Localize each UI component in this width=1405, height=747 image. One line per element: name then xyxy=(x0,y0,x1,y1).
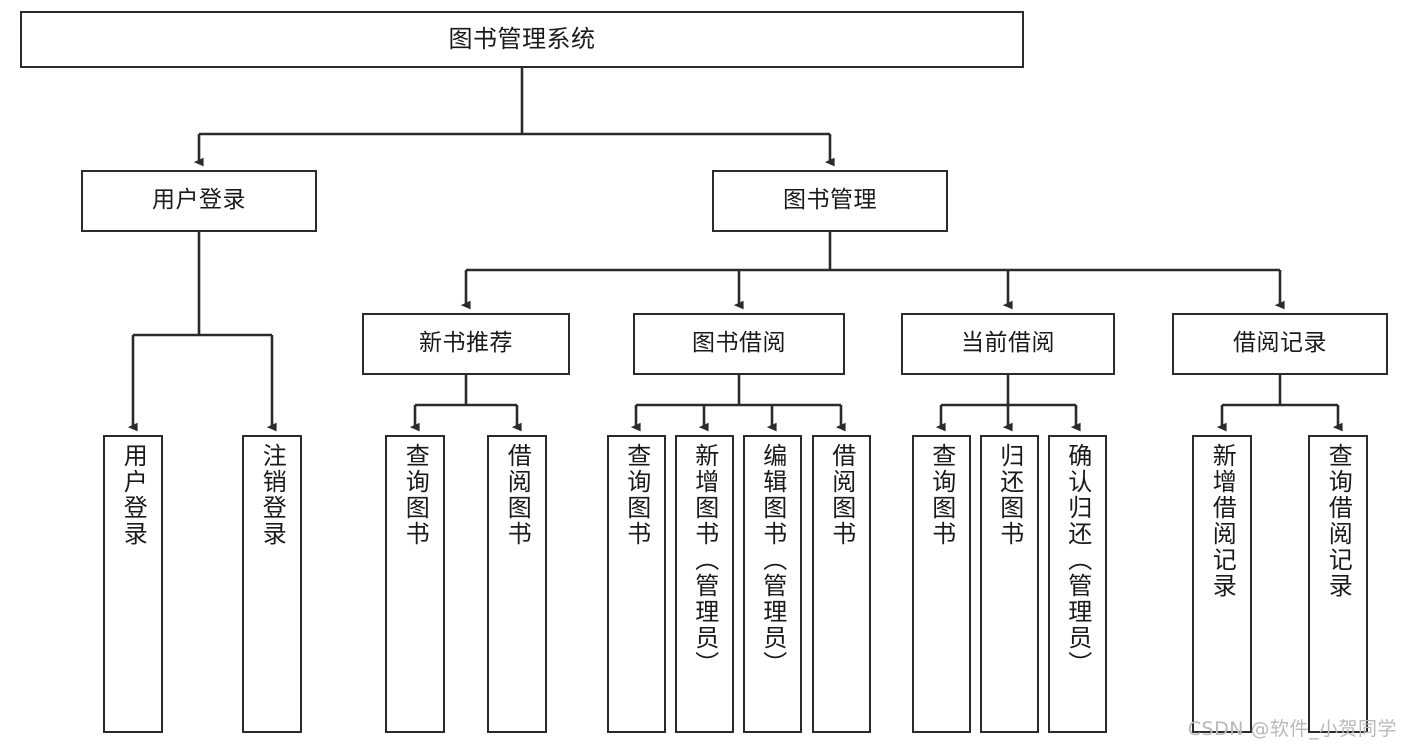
node-label: 查询借阅记录 xyxy=(1324,443,1353,599)
node-book-management[interactable]: 图书管理 xyxy=(712,170,948,232)
node-label: 用户登录 xyxy=(119,443,148,547)
leaf-user-login-signout[interactable]: 注销登录 xyxy=(242,435,302,733)
node-label: 新增借阅记录 xyxy=(1208,443,1237,599)
node-user-login[interactable]: 用户登录 xyxy=(81,170,317,232)
node-label: 新增图书（管理员） xyxy=(690,443,719,677)
leaf-book-borrow-edit[interactable]: 编辑图书（管理员） xyxy=(743,435,802,733)
leaf-current-borrow-confirm-return[interactable]: 确认归还（管理员） xyxy=(1048,435,1107,733)
leaf-book-borrow-add[interactable]: 新增图书（管理员） xyxy=(675,435,734,733)
node-label: 借阅记录 xyxy=(1233,330,1327,357)
node-root-system[interactable]: 图书管理系统 xyxy=(20,11,1024,68)
node-label: 当前借阅 xyxy=(961,330,1055,357)
node-label: 图书管理系统 xyxy=(448,25,596,54)
leaf-borrow-record-add[interactable]: 新增借阅记录 xyxy=(1192,435,1252,733)
node-label: 图书借阅 xyxy=(692,330,786,357)
leaf-borrow-record-query[interactable]: 查询借阅记录 xyxy=(1308,435,1368,733)
node-current-borrow[interactable]: 当前借阅 xyxy=(901,313,1115,375)
node-label: 注销登录 xyxy=(258,443,287,547)
leaf-current-borrow-return[interactable]: 归还图书 xyxy=(980,435,1039,733)
node-label: 归还图书 xyxy=(995,443,1024,547)
leaf-new-book-borrow[interactable]: 借阅图书 xyxy=(487,435,547,733)
node-label: 新书推荐 xyxy=(419,330,513,357)
node-label: 编辑图书（管理员） xyxy=(758,443,787,677)
leaf-book-borrow-query[interactable]: 查询图书 xyxy=(607,435,666,733)
node-borrow-record[interactable]: 借阅记录 xyxy=(1172,313,1388,375)
leaf-user-login-signin[interactable]: 用户登录 xyxy=(103,435,163,733)
leaf-book-borrow-borrow[interactable]: 借阅图书 xyxy=(812,435,871,733)
node-label: 查询图书 xyxy=(927,443,956,547)
leaf-new-book-query[interactable]: 查询图书 xyxy=(385,435,445,733)
node-label: 借阅图书 xyxy=(827,443,856,547)
node-label: 用户登录 xyxy=(152,187,246,214)
watermark: CSDN @软件_小贺同学 xyxy=(1187,718,1397,740)
node-label: 图书管理 xyxy=(783,187,877,214)
leaf-current-borrow-query[interactable]: 查询图书 xyxy=(912,435,971,733)
node-label: 查询图书 xyxy=(401,443,430,547)
node-label: 确认归还（管理员） xyxy=(1063,443,1092,677)
node-label: 借阅图书 xyxy=(503,443,532,547)
node-new-book-recommend[interactable]: 新书推荐 xyxy=(362,313,570,375)
node-label: 查询图书 xyxy=(622,443,651,547)
node-book-borrow[interactable]: 图书借阅 xyxy=(633,313,845,375)
